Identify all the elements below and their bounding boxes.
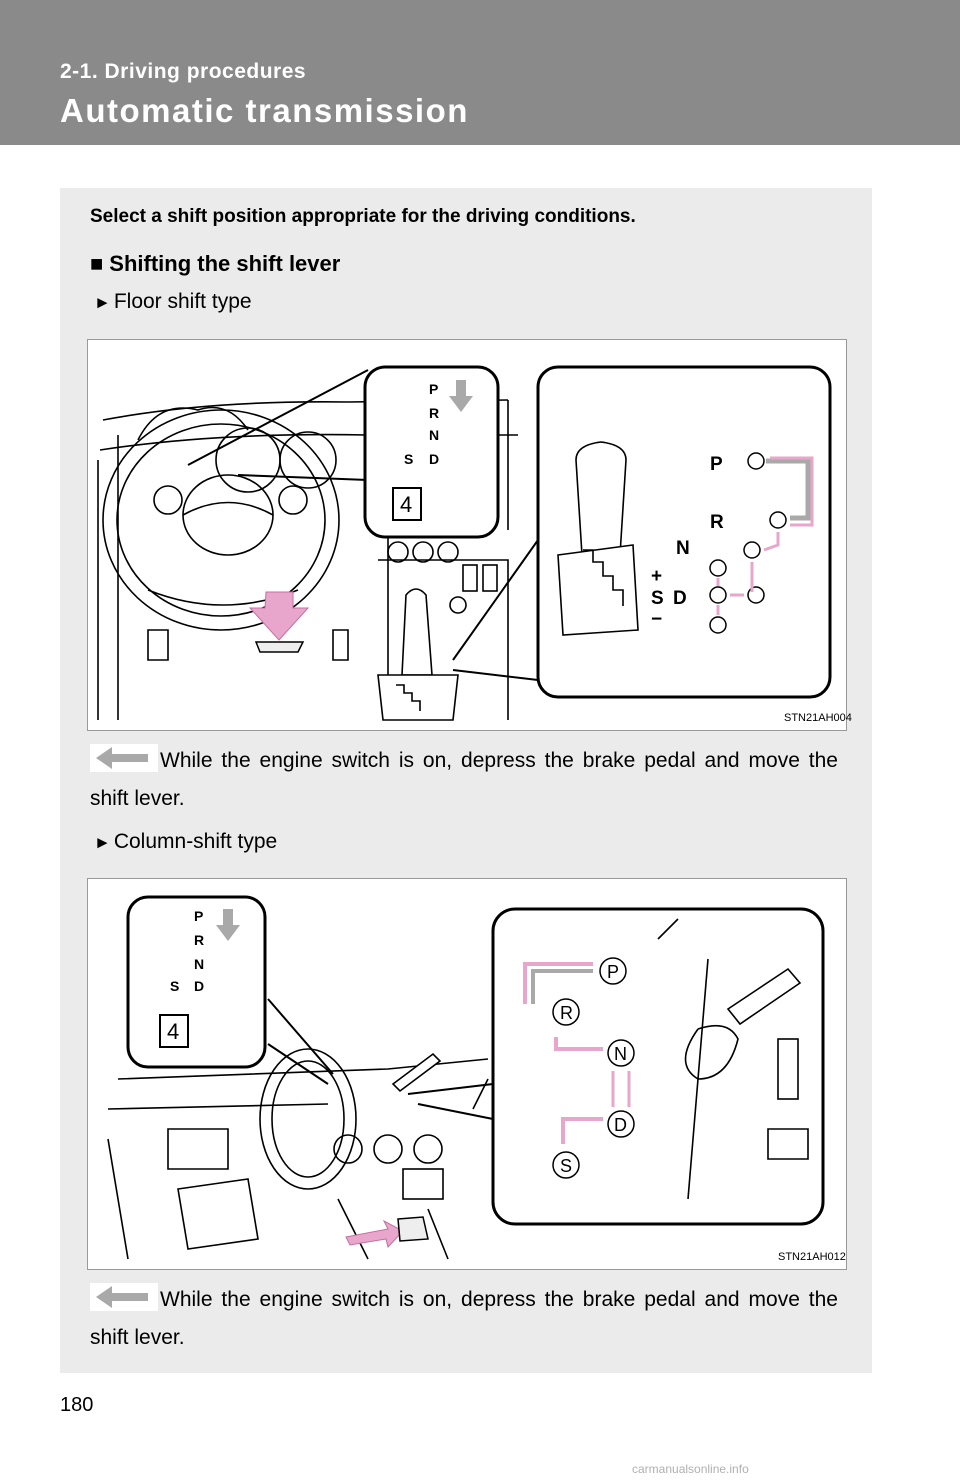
brake-pedal-icon — [254, 641, 305, 653]
gate-letter: D — [194, 978, 204, 994]
gear-indicator-value: 4 — [167, 1019, 179, 1044]
brake-pedal-arrow-icon — [248, 591, 310, 641]
brake-pedal-icon — [397, 1216, 429, 1242]
gate-letter-n: N — [676, 538, 690, 559]
sub-heading: ■Shifting the shift lever — [90, 251, 340, 277]
gate-letter-s: S — [651, 588, 664, 609]
callout-line — [267, 998, 334, 1085]
gate-letter-d: D — [673, 588, 687, 609]
down-arrow-icon — [216, 909, 240, 941]
floor-instruction: While the engine switch is on, depress t… — [90, 742, 838, 818]
gate-letter: P — [194, 908, 203, 924]
gate-letter-p: P — [710, 454, 723, 475]
gate-knob-illustration — [557, 441, 639, 636]
indicator-letters: P R N S D — [170, 908, 204, 994]
down-arrow-icon — [449, 380, 473, 412]
page-title: Automatic transmission — [60, 92, 469, 129]
triangle-bullet-icon: ► — [94, 833, 111, 852]
gate-letter-n: N — [614, 1044, 627, 1064]
dashboard-illustration — [97, 399, 518, 720]
gate-path-arrows — [716, 456, 814, 615]
gate-letter: R — [429, 405, 439, 421]
gate-letter: R — [194, 932, 204, 948]
floor-instruction-text: While the engine switch is on, depress t… — [90, 749, 838, 810]
square-bullet-icon: ■ — [90, 251, 104, 276]
gate-letter: P — [429, 381, 438, 397]
header-bar: 2-1. Driving procedures Automatic transm… — [0, 0, 960, 145]
dashboard-illustration — [107, 1048, 489, 1260]
indicator-inset — [126, 895, 267, 1069]
gate-letter-r: R — [560, 1003, 573, 1023]
column-shift-label-text: Column-shift type — [113, 830, 278, 853]
gear-indicator-box — [159, 1014, 189, 1048]
shift-lever-illustration — [377, 588, 459, 721]
watermark: carmanualsonline.info — [632, 1462, 749, 1476]
page-number: 180 — [60, 1394, 94, 1416]
gate-letter-minus: − — [651, 609, 662, 630]
brake-pedal-arrow-icon — [345, 1219, 404, 1249]
floor-shift-label-text: Floor shift type — [113, 290, 252, 313]
arrow-left-icon — [90, 744, 158, 773]
gate-position-circles — [709, 452, 787, 634]
intro-text: Select a shift position appropriate for … — [90, 206, 636, 227]
gear-indicator-box — [392, 487, 422, 521]
column-instruction: While the engine switch is on, depress t… — [90, 1281, 838, 1357]
section-label: 2-1. Driving procedures — [60, 60, 307, 83]
indicator-letters: P R N S D — [404, 381, 439, 467]
gate-letter-d: D — [614, 1115, 627, 1135]
figure-code: STN21AH012 — [778, 1251, 846, 1263]
arrow-left-icon — [90, 1283, 158, 1312]
gate-letter: S — [170, 978, 179, 994]
gate-letter: N — [429, 427, 439, 443]
floor-shift-figure: P R N S D 4 P R N + S D − — [87, 339, 852, 731]
gate-letter-s: S — [560, 1156, 572, 1176]
figure-code: STN21AH004 — [784, 712, 852, 724]
gate-path-arrows — [523, 962, 631, 1144]
triangle-bullet-icon: ► — [94, 293, 111, 312]
gear-indicator-value: 4 — [400, 492, 412, 517]
column-instruction-text: While the engine switch is on, depress t… — [90, 1288, 838, 1349]
gate-letter: S — [404, 451, 413, 467]
gate-letter: N — [194, 956, 204, 972]
callout-line — [187, 369, 369, 481]
shift-lever-illustration — [391, 1052, 442, 1093]
gate-detail-inset — [491, 907, 825, 1226]
gate-detail-letters: P R N + S D − — [651, 454, 724, 630]
gate-letter-r: R — [710, 512, 724, 533]
column-shift-label: ►Column-shift type — [94, 830, 277, 854]
gate-letter: D — [429, 451, 439, 467]
column-shift-figure: P R N S D 4 P R N D S — [87, 878, 847, 1270]
steering-column-illustration — [657, 918, 809, 1200]
gate-letter-plus: + — [651, 566, 662, 587]
callout-line — [407, 1083, 494, 1120]
indicator-inset — [363, 365, 500, 539]
floor-shift-label: ►Floor shift type — [94, 290, 252, 314]
sub-heading-text: Shifting the shift lever — [109, 251, 341, 276]
callout-line — [452, 539, 539, 681]
gate-letter-p: P — [607, 962, 619, 982]
gate-detail-letters: P R N D S — [552, 957, 635, 1179]
